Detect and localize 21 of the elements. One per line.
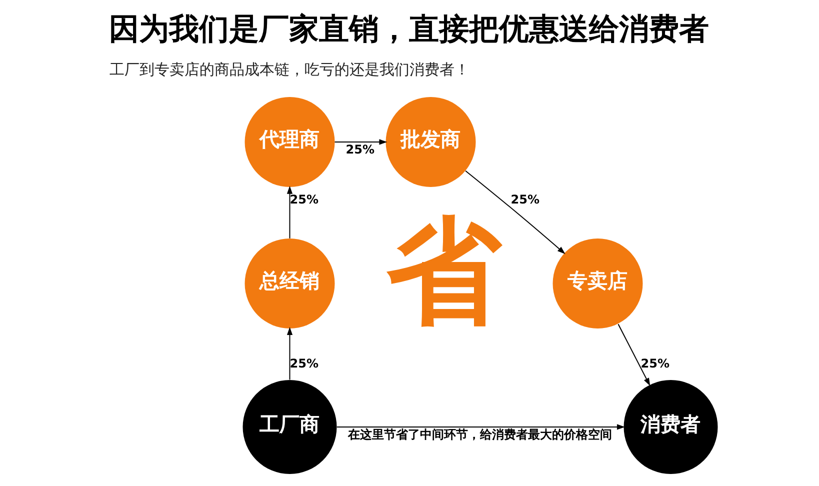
arrow xyxy=(336,424,625,430)
arrow xyxy=(286,186,293,239)
edge-label: 25% xyxy=(510,192,540,207)
node-circle: 代理商 xyxy=(244,97,335,187)
arrow xyxy=(334,139,388,145)
edge-label: 在这里节省了中间环节，给消费者最大的价格空间 xyxy=(348,428,612,442)
edge-label: 25% xyxy=(290,192,318,207)
edge-label: 25% xyxy=(346,142,374,157)
arrow xyxy=(618,324,650,386)
diagram-title: 因为我们是厂家直销，直接把优惠送给消费者 xyxy=(109,12,709,47)
node-circle: 专卖店 xyxy=(552,238,643,328)
arrow xyxy=(465,170,566,254)
node-circle: 消费者 xyxy=(624,380,718,474)
arrow xyxy=(286,327,293,380)
label: 工厂到专卖店的商品成本链，吃亏的还是我们消费者！ xyxy=(109,60,470,78)
edge-label: 25% xyxy=(290,356,318,371)
node-circle: 总经销 xyxy=(244,238,335,328)
label: 省 xyxy=(386,205,502,339)
node-circle: 工厂商 xyxy=(242,380,337,474)
edge-label: 25% xyxy=(640,356,670,371)
node-circle: 批发商 xyxy=(386,97,476,187)
